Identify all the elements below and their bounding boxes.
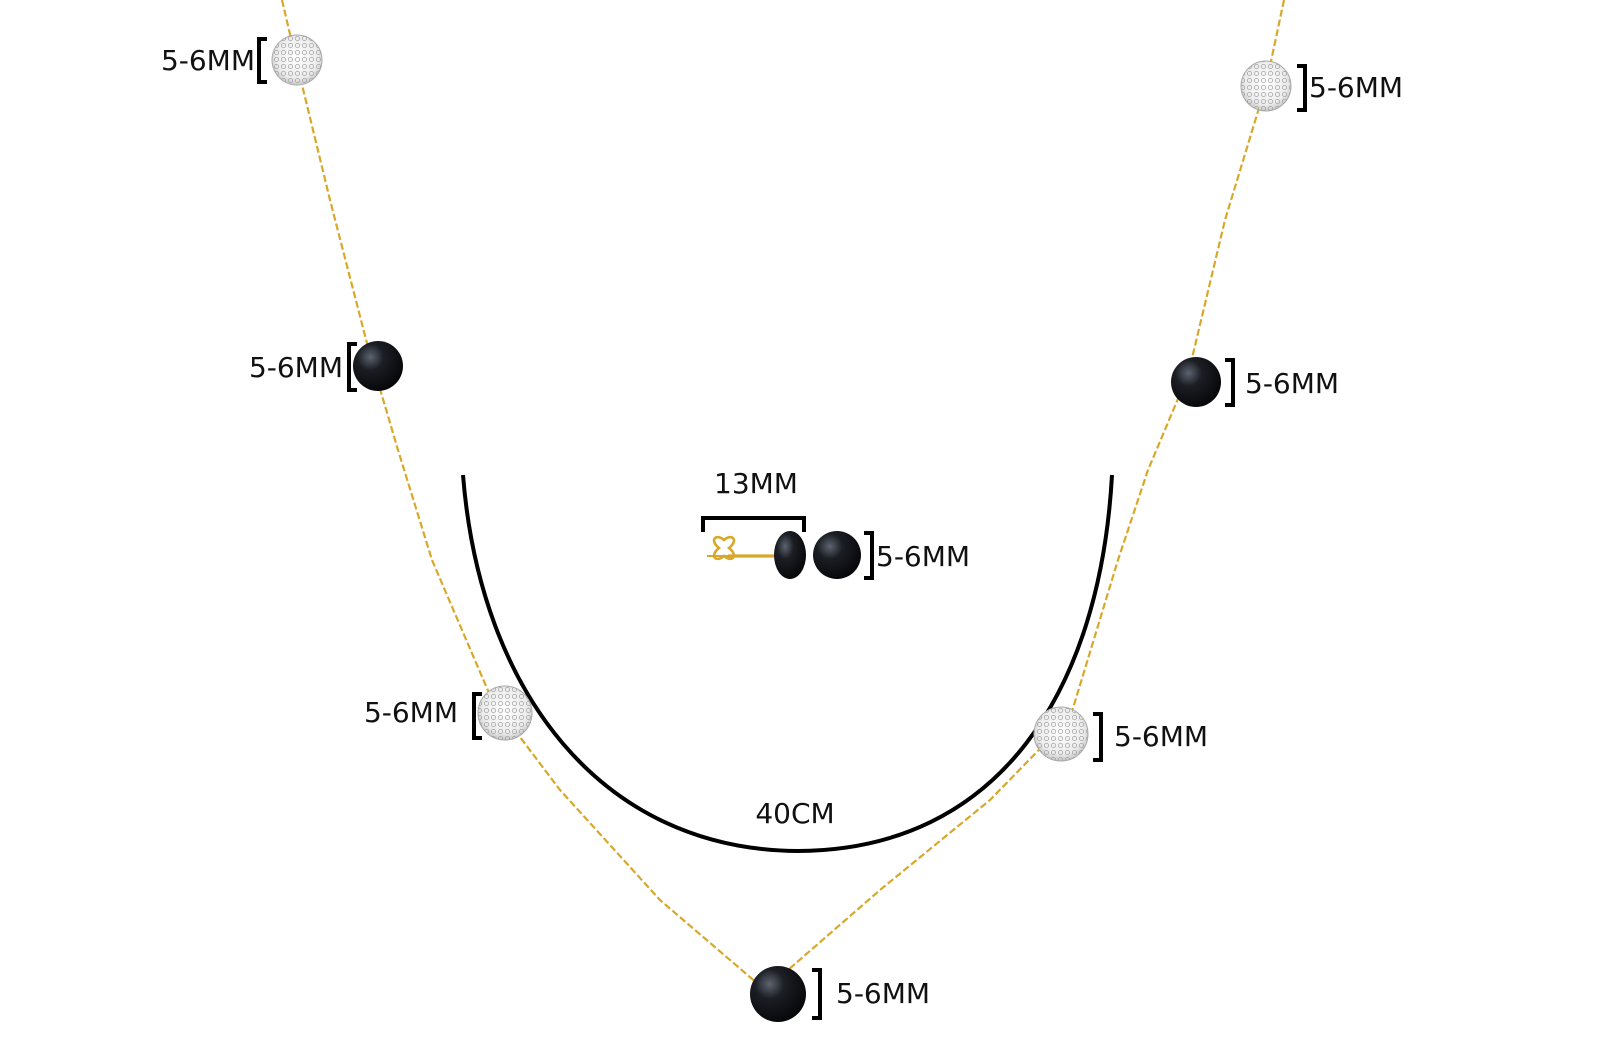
bead-size-label: 5-6MM (1245, 367, 1339, 400)
necklace-length-arc (461, 474, 1114, 854)
bead-size-label: 5-6MM (1114, 720, 1208, 753)
size-bracket (812, 968, 822, 1020)
chain-right-strand (764, 0, 1286, 991)
black-pearl-bead (353, 341, 403, 391)
crystal-ball-bead (1033, 706, 1089, 762)
earring-pearl-side (774, 531, 806, 579)
gold-chain (280, 0, 1286, 991)
necklace-length-label: 40CM (755, 797, 834, 830)
size-bracket (257, 37, 267, 84)
bead-size-label: 5-6MM (249, 351, 343, 384)
size-bracket (1225, 358, 1235, 407)
crystal-ball-bead (1240, 60, 1292, 112)
size-bracket (864, 531, 874, 580)
size-bracket (1297, 64, 1307, 112)
earring-length-label: 13MM (714, 467, 798, 500)
size-bracket (1093, 712, 1103, 762)
earring-pearl-size-label: 5-6MM (876, 540, 970, 573)
crystal-ball-bead (477, 685, 533, 741)
bead-size-label: 5-6MM (364, 696, 458, 729)
chain-left-strand (280, 0, 766, 991)
bead-size-label: 5-6MM (1309, 71, 1403, 104)
size-bracket (347, 342, 357, 392)
size-bracket (472, 692, 482, 740)
bead-size-label: 5-6MM (836, 977, 930, 1010)
crystal-ball-bead (271, 34, 323, 86)
black-pearl-bead (1171, 357, 1221, 407)
bead-size-label: 5-6MM (161, 44, 255, 77)
earring-pearl-front (813, 531, 861, 579)
earring-length-bracket (701, 516, 806, 532)
black-pearl-bead (750, 966, 806, 1022)
stud-earring: 13MM 5-6MM (701, 467, 970, 580)
